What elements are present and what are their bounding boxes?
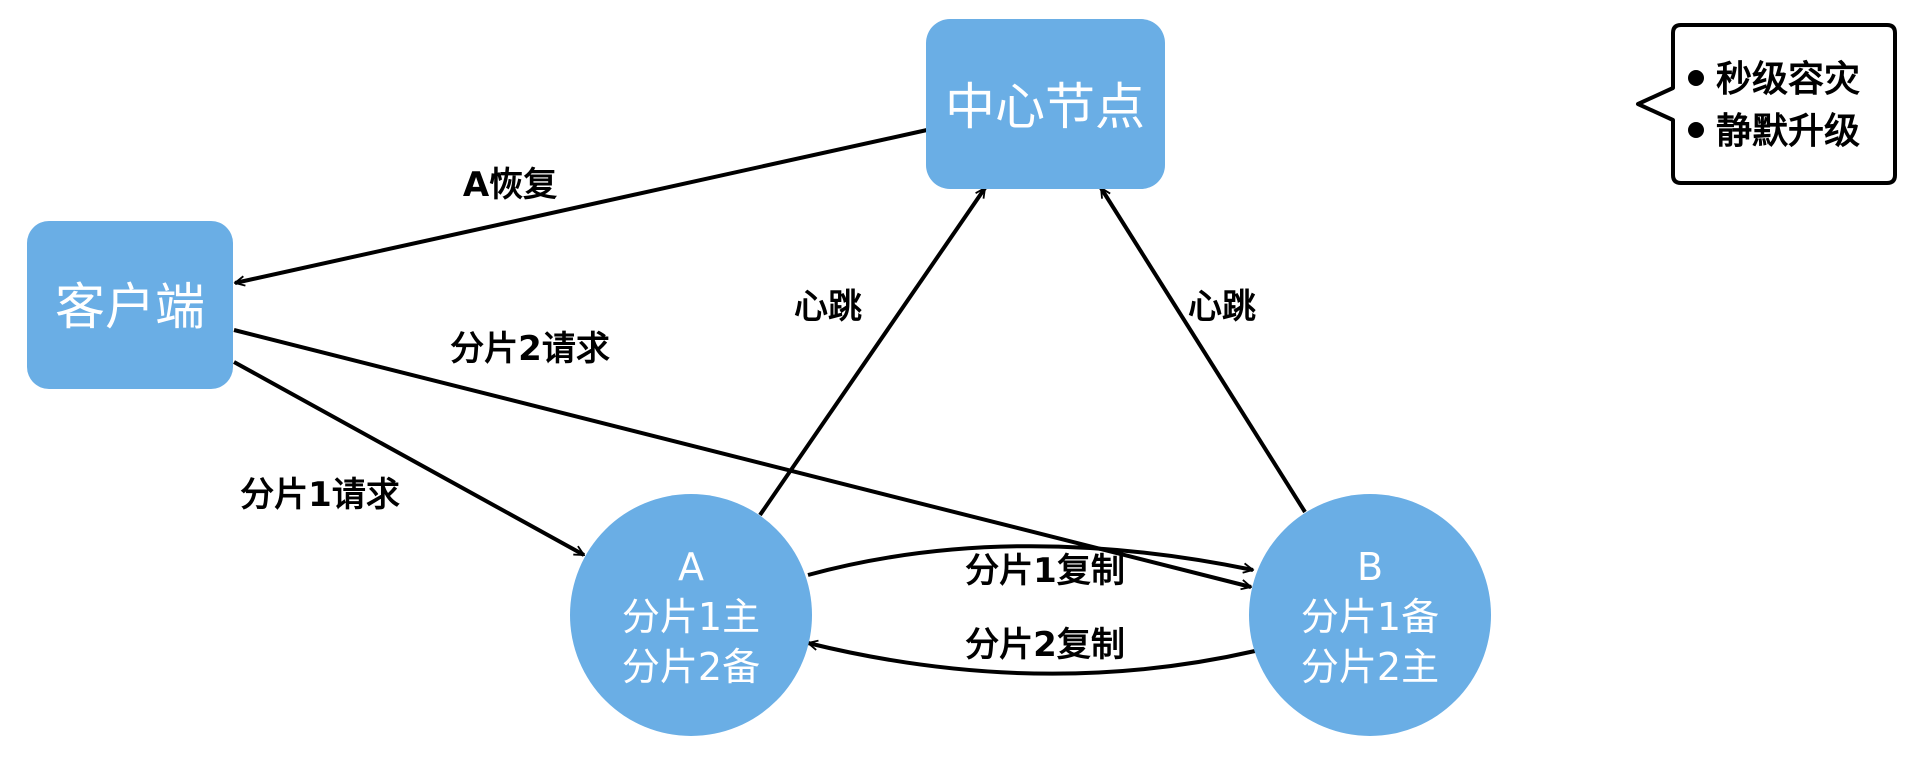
callout-item-1: 秒级容灾	[1716, 59, 1860, 100]
client-node: 客户端	[27, 221, 233, 389]
server-a-line2: 分片1主	[622, 595, 760, 639]
edge-shard1-replicate	[807, 544, 1253, 577]
server-b-line1: B	[1357, 545, 1383, 589]
callout-bullet-1	[1688, 70, 1704, 86]
label-shard2-request: 分片2请求	[450, 329, 610, 369]
edge-heartbeat-a	[758, 188, 987, 517]
server-b-line3: 分片2主	[1301, 645, 1439, 689]
label-shard1-request: 分片1请求	[240, 475, 400, 515]
server-a-line3: 分片2备	[622, 645, 760, 689]
label-recover: A恢复	[463, 165, 557, 205]
label-heartbeat-b: 心跳	[1188, 287, 1256, 327]
label-shard1-replicate: 分片1复制	[965, 551, 1125, 591]
edge-heartbeat-b	[1099, 188, 1307, 514]
edge-recover	[235, 128, 928, 283]
center-node-label: 中心节点	[945, 78, 1145, 136]
server-b-node: B 分片1备 分片2主	[1249, 494, 1491, 736]
callout-bubble: 秒级容灾 静默升级	[1636, 23, 1897, 185]
server-a-line1: A	[678, 545, 704, 589]
edge-shard1-request	[233, 360, 584, 557]
edge-shard2-request	[233, 328, 1251, 587]
center-node: 中心节点	[926, 19, 1165, 189]
server-b-line2: 分片1备	[1301, 595, 1439, 639]
label-shard2-replicate: 分片2复制	[965, 625, 1125, 665]
callout-bullet-2	[1688, 122, 1704, 138]
label-heartbeat-a: 心跳	[794, 287, 862, 327]
callout-item-2: 静默升级	[1716, 111, 1860, 152]
client-node-label: 客户端	[55, 278, 205, 336]
server-a-node: A 分片1主 分片2备	[570, 494, 812, 736]
edge-shard2-replicate	[808, 643, 1256, 676]
